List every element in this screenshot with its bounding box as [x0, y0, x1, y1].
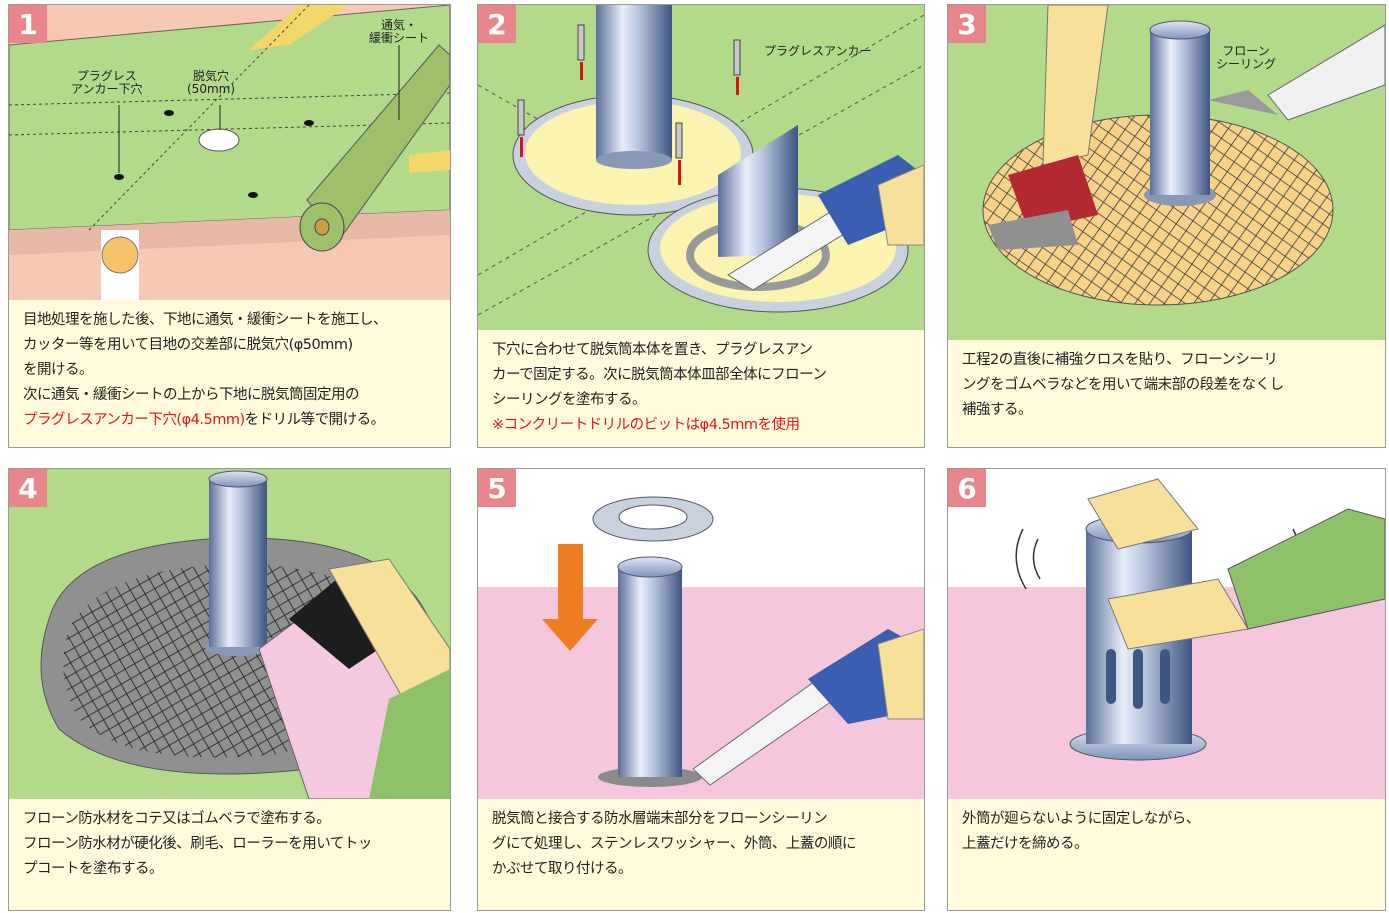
step-1-illustration [9, 5, 450, 300]
step-3-illustration [948, 5, 1385, 340]
step-panel-5: 5 脱気筒と接合する防水層端末部分をフローンシーリン グにて処理し、ステンレスワ… [477, 468, 925, 911]
step-number: 4 [9, 469, 47, 507]
label-anchor: プラグレスアンカー [764, 44, 872, 58]
step-panel-2: プラグレスアンカー 2 下穴に合わせて脱気筒本体を置き、プラグレスアン カーで固… [477, 4, 925, 448]
step-number: 1 [9, 5, 47, 43]
step-caption: 下穴に合わせて脱気筒本体を置き、プラグレスアン カーで固定する。次に脱気筒本体皿… [492, 342, 827, 433]
step-2-illustration [478, 5, 924, 330]
step-panel-4: 4 フローン防水材をコテ又はゴムベラで塗布する。 フローン防水材が硬化後、刷毛、… [8, 468, 451, 911]
step-panel-3: フローンシーリング 3 工程2の直後に補強クロスを貼り、フローンシーリ ングをゴ… [947, 4, 1386, 448]
step-6-illustration [948, 469, 1385, 799]
label-sealing: フローンシーリング [1216, 44, 1277, 71]
label-vent-sheet: 通気・緩衝シート [369, 18, 430, 45]
step-4-illustration [9, 469, 450, 799]
label-vent-hole: 脱気穴(50mm) [187, 69, 236, 96]
step-caption: 工程2の直後に補強クロスを貼り、フローンシーリ ングをゴムベラなどを用いて端末部… [962, 352, 1284, 418]
step-number: 6 [948, 469, 986, 507]
step-5-illustration [478, 469, 924, 799]
step-caption: 外筒が廻らないように固定しながら、 上蓋だけを締める。 [962, 811, 1200, 852]
label-anchor-hole: プラグレスアンカー下穴 [71, 69, 143, 96]
step-caption: 脱気筒と接合する防水層端末部分をフローンシーリン グにて処理し、ステンレスワッシ… [492, 811, 856, 877]
step-number: 5 [478, 469, 516, 507]
step-panel-6: 6 外筒が廻らないように固定しながら、 上蓋だけを締める。 [947, 468, 1386, 911]
step-number: 2 [478, 5, 516, 43]
step-caption: フローン防水材をコテ又はゴムベラで塗布する。 フローン防水材が硬化後、刷毛、ロー… [23, 811, 372, 877]
step-panel-1: 通気・緩衝シート プラグレスアンカー下穴 脱気穴(50mm) 1 目地処理を施し… [8, 4, 451, 448]
step-caption: 目地処理を施した後、下地に通気・緩衝シートを施工し、 カッター等を用いて目地の交… [23, 312, 388, 428]
step-number: 3 [948, 5, 986, 43]
